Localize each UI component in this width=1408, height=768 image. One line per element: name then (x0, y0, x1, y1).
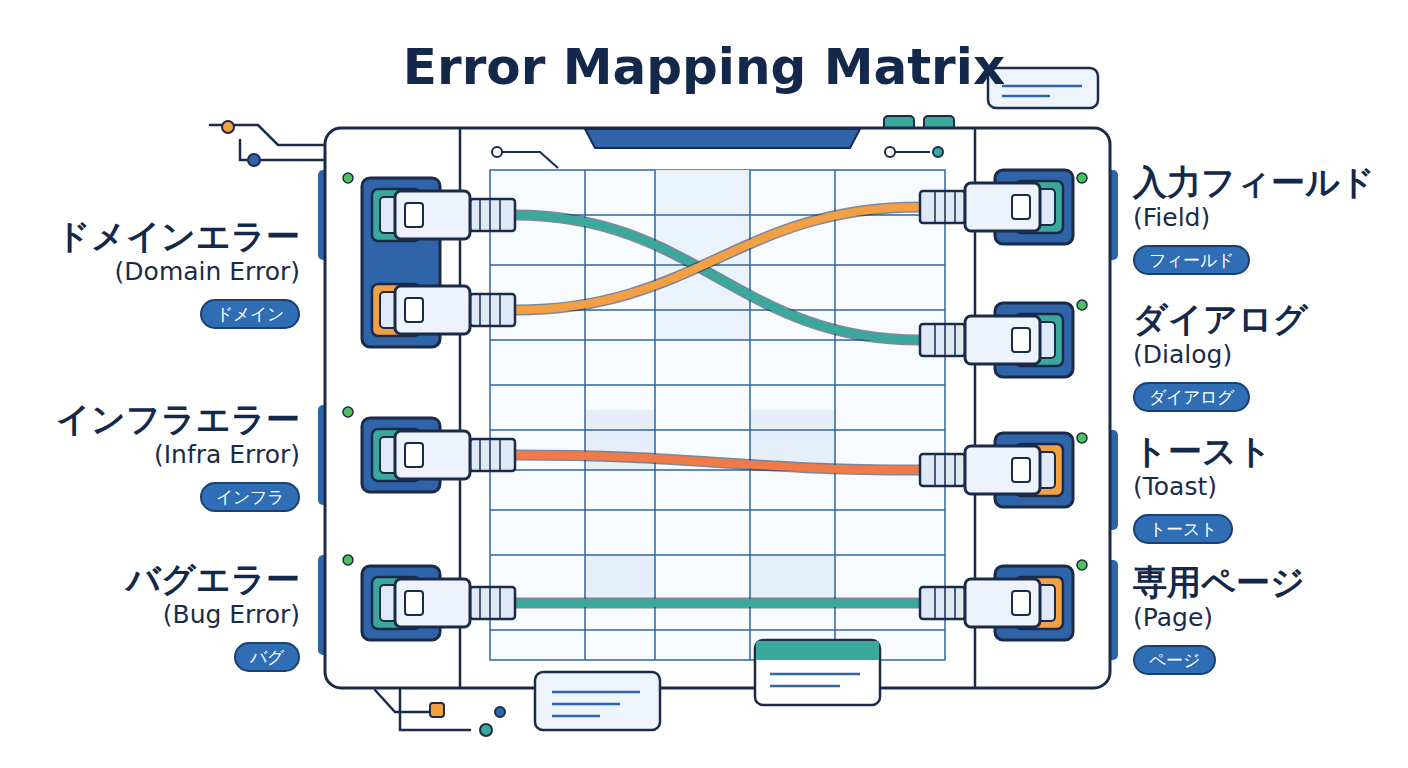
port-heading: 入力フィールド (1133, 163, 1375, 202)
label-stack: 入力フィールド(Field) フィールド (1133, 163, 1375, 275)
patch-cable (515, 215, 920, 340)
port-subheading: (Toast) (1133, 471, 1217, 504)
error-port: ドメインエラー(Domain Error) ドメイン (40, 165, 515, 350)
label-stack: ダイアログ(Dialog)ダイアログ (1133, 300, 1308, 412)
diagram-title: Error Mapping Matrix (403, 38, 1005, 96)
patch-cable (515, 207, 920, 310)
label-stack: インフラエラー(Infra Error) インフラ (56, 400, 300, 512)
port-heading: ドメインエラー (56, 217, 300, 256)
port-pill: バグ (234, 642, 300, 672)
port-subheading: (Infra Error) (154, 439, 300, 472)
port-subheading: (Domain Error) (115, 256, 300, 289)
port-pill: ページ (1133, 645, 1216, 675)
port-subheading: (Field) (1133, 202, 1210, 235)
port-heading: トースト (1133, 432, 1272, 471)
port-pill: ダイアログ (1133, 382, 1250, 412)
port-pill: ドメイン (200, 299, 300, 329)
port-heading: ダイアログ (1133, 300, 1308, 339)
port-subheading: (Dialog) (1133, 339, 1232, 372)
label-stack: ドメインエラー(Domain Error) ドメイン (56, 217, 300, 329)
port-subheading: (Page) (1133, 602, 1213, 635)
port-subheading: (Bug Error) (163, 599, 300, 632)
label-stack: バグエラー(Bug Error) バグ (126, 560, 300, 672)
error-port: 専用ページ(Page) ページ (920, 555, 1315, 679)
port-heading: 専用ページ (1133, 563, 1305, 602)
port-pill: トースト (1133, 514, 1233, 544)
title-box: Error Mapping Matrix (0, 38, 1408, 96)
error-port: インフラエラー(Infra Error) インフラ (40, 395, 515, 525)
patch-cable (515, 603, 920, 604)
port-pill: インフラ (200, 482, 300, 512)
error-port: ダイアログ(Dialog)ダイアログ (920, 295, 1318, 416)
port-heading: バグエラー (126, 560, 300, 599)
label-stack: トースト(Toast)トースト (1133, 432, 1272, 544)
label-stack: 専用ページ(Page) ページ (1133, 563, 1305, 675)
error-port: バグエラー(Bug Error) バグ (40, 540, 515, 676)
error-port: 入力フィールド(Field) フィールド (920, 160, 1385, 279)
port-heading: インフラエラー (56, 400, 300, 439)
error-port: トースト(Toast)トースト (920, 425, 1300, 548)
port-pill: フィールド (1133, 245, 1250, 275)
patch-cable (515, 455, 920, 470)
